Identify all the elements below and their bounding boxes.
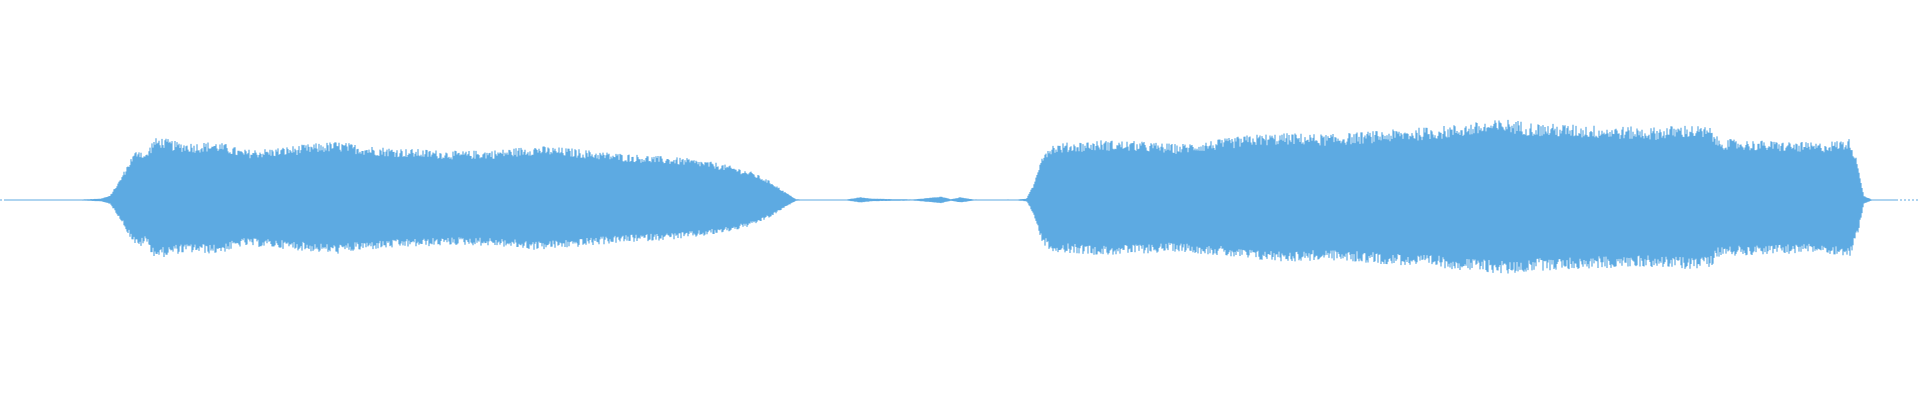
waveform-samples	[5, 119, 1897, 274]
waveform-path	[5, 119, 1897, 274]
